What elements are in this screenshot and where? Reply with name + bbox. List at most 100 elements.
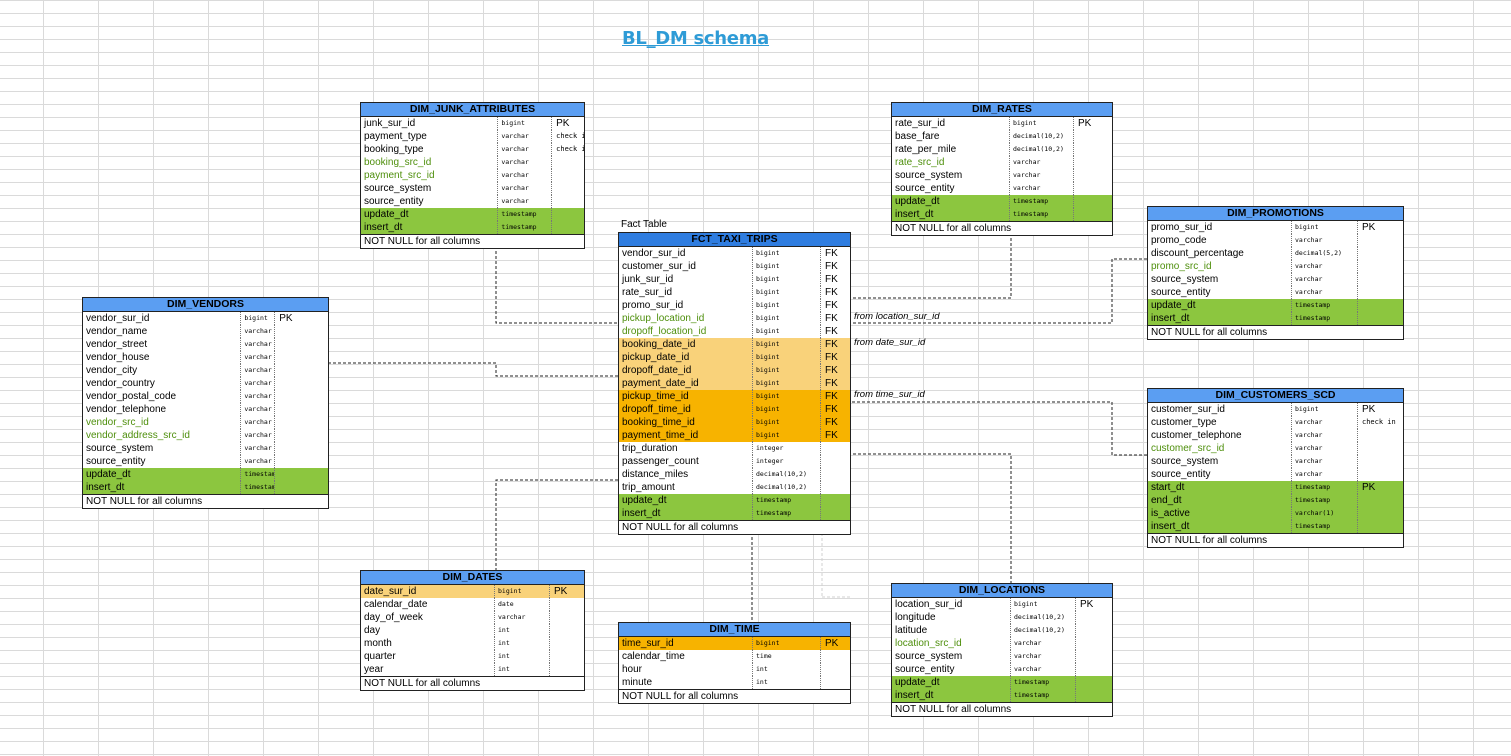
column-name: source_entity	[892, 663, 1011, 676]
column-name: trip_amount	[619, 481, 753, 494]
column-name: vendor_src_id	[83, 416, 242, 429]
column-name: minute	[619, 676, 753, 689]
column-type: int	[495, 637, 550, 650]
column-type: varchar	[498, 182, 553, 195]
column-name: location_sur_id	[892, 598, 1011, 611]
column-type: timestamp	[1292, 520, 1358, 533]
column-key	[1076, 676, 1110, 689]
column-name: year	[361, 663, 495, 676]
column-name: promo_code	[1148, 234, 1292, 247]
column-name: insert_dt	[892, 208, 1010, 221]
junk-link	[495, 246, 620, 324]
column-key	[1358, 312, 1402, 325]
column-key	[1076, 663, 1110, 676]
column-type: bigint	[753, 325, 821, 338]
column-type: varchar	[1011, 637, 1076, 650]
column-key: FK	[825, 261, 838, 272]
column-key	[1076, 689, 1110, 702]
column-name: payment_time_id	[619, 429, 753, 442]
column-name: calendar_time	[619, 650, 753, 663]
column-type: varchar	[1292, 455, 1358, 468]
column-type: decimal(10,2)	[753, 481, 821, 494]
column-key: PK	[1078, 118, 1092, 129]
column-key	[275, 468, 328, 481]
column-type: varchar	[498, 130, 553, 143]
column-type: timestamp	[498, 208, 553, 221]
column-key	[275, 403, 328, 416]
column-name: vendor_address_src_id	[83, 429, 242, 442]
column-name: source_system	[1148, 273, 1292, 286]
column-type: varchar	[1292, 273, 1358, 286]
column-key	[275, 390, 328, 403]
column-type: bigint	[498, 117, 553, 130]
customers-link	[850, 401, 1147, 456]
dates-link	[495, 479, 620, 571]
column-key	[1358, 260, 1402, 273]
note-date: from date_sur_id	[854, 337, 926, 348]
column-key	[821, 650, 849, 663]
column-type: bigint	[241, 312, 276, 325]
column-name: booking_src_id	[361, 156, 499, 169]
column-type: bigint	[753, 416, 821, 429]
column-type: decimal(10,2)	[1010, 143, 1074, 156]
column-type: decimal(10,2)	[1010, 130, 1074, 143]
column-key	[1074, 182, 1110, 195]
column-name: pickup_location_id	[619, 312, 753, 325]
column-type: bigint	[753, 312, 821, 325]
column-key	[552, 195, 584, 208]
column-type: bigint	[1010, 117, 1074, 130]
column-name: vendor_country	[83, 377, 242, 390]
column-key	[275, 325, 328, 338]
table-footer: NOT NULL for all columns	[892, 221, 1112, 235]
column-name: vendor_sur_id	[619, 247, 753, 260]
column-name: source_entity	[361, 195, 499, 208]
column-type: bigint	[753, 338, 821, 351]
column-name: vendor_street	[83, 338, 242, 351]
rates-link	[850, 233, 1012, 299]
column-name: time_sur_id	[619, 637, 753, 650]
column-key: PK	[1080, 599, 1094, 610]
column-type: decimal(5,2)	[1292, 247, 1358, 260]
column-type: decimal(10,2)	[1011, 611, 1076, 624]
column-key	[275, 416, 328, 429]
column-type: bigint	[753, 260, 821, 273]
column-name: update_dt	[1148, 299, 1292, 312]
column-key: FK	[825, 404, 838, 415]
column-key	[550, 637, 584, 650]
column-name: source_entity	[1148, 286, 1292, 299]
column-type: varchar	[1292, 286, 1358, 299]
column-key	[275, 351, 328, 364]
column-name: update_dt	[83, 468, 242, 481]
column-name: source_entity	[892, 182, 1010, 195]
column-type: bigint	[753, 247, 821, 260]
column-type: date	[495, 598, 550, 611]
column-type: timestamp	[753, 507, 821, 520]
column-key: FK	[825, 378, 838, 389]
column-name: rate_per_mile	[892, 143, 1010, 156]
column-type: decimal(10,2)	[1011, 624, 1076, 637]
